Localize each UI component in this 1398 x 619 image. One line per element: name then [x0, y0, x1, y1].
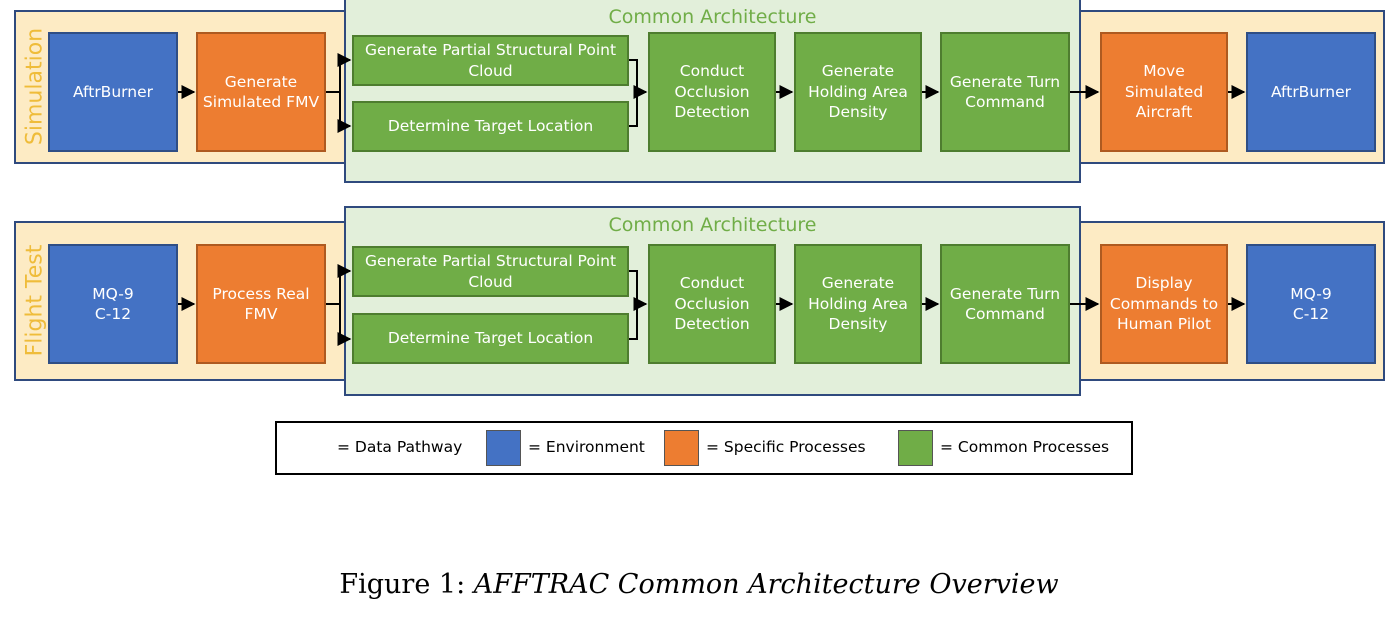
sim-arrow-fmv-split [326, 53, 352, 93]
simulation-turn: Generate Turn Command [940, 32, 1070, 152]
caption-prefix: Figure 1: [339, 569, 466, 600]
figure-caption: Figure 1: AFFTRAC Common Architecture Ov… [0, 569, 1398, 600]
flight-test-specific-in: Process Real FMV [196, 244, 326, 364]
flight-test-turn: Generate Turn Command [940, 244, 1070, 364]
flight-test-target-location: Determine Target Location [352, 313, 629, 364]
legend-environment-swatch [486, 430, 521, 466]
ft-arrow-merge-lower [629, 304, 638, 340]
legend-common-label: = Common Processes [940, 438, 1110, 456]
legend-environment-label: = Environment [528, 438, 645, 456]
sim-arrow-fmv-split-lower [337, 92, 352, 133]
simulation-occlusion: Conduct Occlusion Detection [648, 32, 776, 152]
simulation-specific-in: Generate Simulated FMV [196, 32, 326, 152]
legend-specific-swatch [664, 430, 699, 466]
simulation-specific-out: Move Simulated Aircraft [1100, 32, 1228, 152]
caption-title: AFFTRAC Common Architecture Overview [473, 569, 1059, 600]
flight-test-env-start: MQ-9 C-12 [48, 244, 178, 364]
legend-specific-label: = Specific Processes [706, 438, 866, 456]
ft-arrow-fmv-split [326, 264, 352, 305]
legend-data-pathway-label: = Data Pathway [337, 438, 463, 456]
sim-arrow-merge-lower [629, 92, 638, 127]
ft-arrow-merge-upper [629, 270, 638, 304]
ft-arrow-fmv-split-lower [337, 304, 352, 346]
legend [275, 421, 1133, 475]
flight-test-specific-out: Display Commands to Human Pilot [1100, 244, 1228, 364]
simulation-env-end: AftrBurner [1246, 32, 1376, 152]
simulation-holding: Generate Holding Area Density [794, 32, 922, 152]
flight-test-arch-title: Common Architecture [608, 214, 817, 236]
simulation-target-location: Determine Target Location [352, 101, 629, 152]
flight-test-env-end: MQ-9 C-12 [1246, 244, 1376, 364]
flight-test-point-cloud: Generate Partial Structural Point Cloud [352, 246, 629, 297]
flight-test-occlusion: Conduct Occlusion Detection [648, 244, 776, 364]
simulation-point-cloud: Generate Partial Structural Point Cloud [352, 35, 629, 86]
flight-test-holding: Generate Holding Area Density [794, 244, 922, 364]
legend-common-swatch [898, 430, 933, 466]
sim-arrow-merge-upper [629, 59, 638, 92]
simulation-env-start: AftrBurner [48, 32, 178, 152]
simulation-arch-title: Common Architecture [608, 6, 817, 28]
